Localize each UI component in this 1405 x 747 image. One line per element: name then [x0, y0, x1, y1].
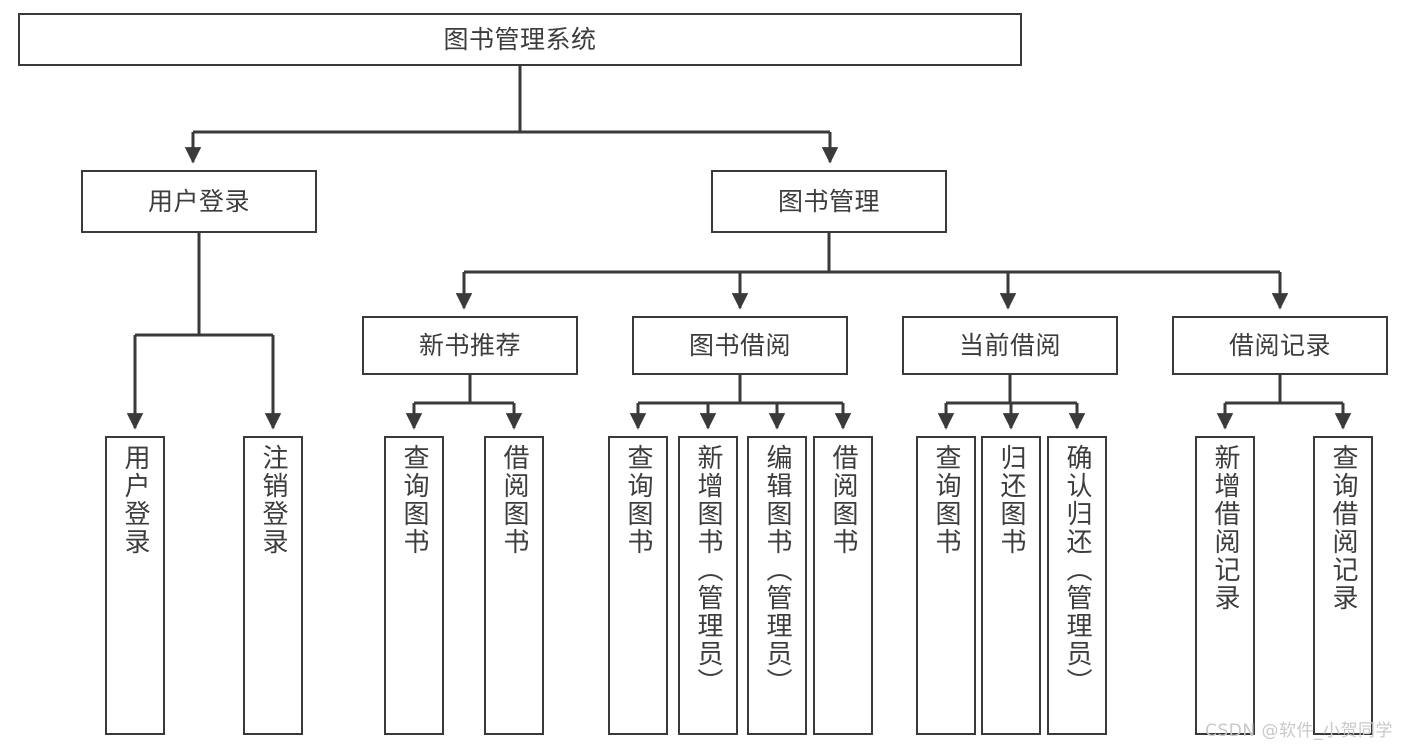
node-label: 查询图书	[623, 444, 653, 556]
node-label: 借阅图书	[499, 444, 529, 556]
node-new-book-recommendation[interactable]: 新书推荐	[362, 316, 578, 375]
node-label: 注销登录	[258, 444, 288, 556]
node-label: 编辑图书（管理员）	[762, 444, 792, 696]
node-label: 用户登录	[120, 444, 150, 556]
node-label: 借阅记录	[1228, 330, 1331, 360]
leaf-user-login-sign-out[interactable]: 注销登录	[243, 436, 303, 735]
node-label: 查询图书	[399, 444, 429, 556]
node-book-borrowing[interactable]: 图书借阅	[632, 316, 848, 375]
node-label: 查询图书	[931, 444, 961, 556]
leaf-current-borrow-return-book[interactable]: 归还图书	[981, 436, 1041, 735]
leaf-book-borrow-add-book-admin[interactable]: 新增图书（管理员）	[678, 436, 738, 735]
node-label: 新书推荐	[418, 330, 521, 360]
leaf-current-borrow-confirm-return-admin[interactable]: 确认归还（管理员）	[1047, 436, 1107, 735]
leaf-borrow-record-add-record[interactable]: 新增借阅记录	[1195, 436, 1255, 735]
node-label: 图书借阅	[688, 330, 791, 360]
node-label: 借阅图书	[828, 444, 858, 556]
node-label: 图书管理系统	[443, 24, 597, 54]
node-label: 查询借阅记录	[1328, 444, 1358, 612]
node-root-book-management-system[interactable]: 图书管理系统	[18, 13, 1022, 66]
node-borrow-records[interactable]: 借阅记录	[1172, 316, 1388, 375]
leaf-new-book-borrow-book[interactable]: 借阅图书	[484, 436, 544, 735]
leaf-book-borrow-borrow-book[interactable]: 借阅图书	[813, 436, 873, 735]
node-user-login[interactable]: 用户登录	[81, 170, 317, 233]
leaf-borrow-record-query-record[interactable]: 查询借阅记录	[1313, 436, 1373, 735]
node-label: 图书管理	[777, 186, 880, 216]
leaf-current-borrow-query-book[interactable]: 查询图书	[916, 436, 976, 735]
node-label: 新增借阅记录	[1210, 444, 1240, 612]
node-label: 用户登录	[147, 186, 250, 216]
leaf-book-borrow-query-book[interactable]: 查询图书	[608, 436, 668, 735]
leaf-book-borrow-edit-book-admin[interactable]: 编辑图书（管理员）	[747, 436, 807, 735]
leaf-new-book-query-book[interactable]: 查询图书	[384, 436, 444, 735]
node-label: 归还图书	[996, 444, 1026, 556]
node-book-management[interactable]: 图书管理	[711, 170, 947, 233]
node-current-borrowing[interactable]: 当前借阅	[902, 316, 1118, 375]
node-label: 当前借阅	[958, 330, 1061, 360]
node-label: 确认归还（管理员）	[1062, 444, 1092, 696]
leaf-user-login-sign-in[interactable]: 用户登录	[105, 436, 165, 735]
node-label: 新增图书（管理员）	[693, 444, 723, 696]
